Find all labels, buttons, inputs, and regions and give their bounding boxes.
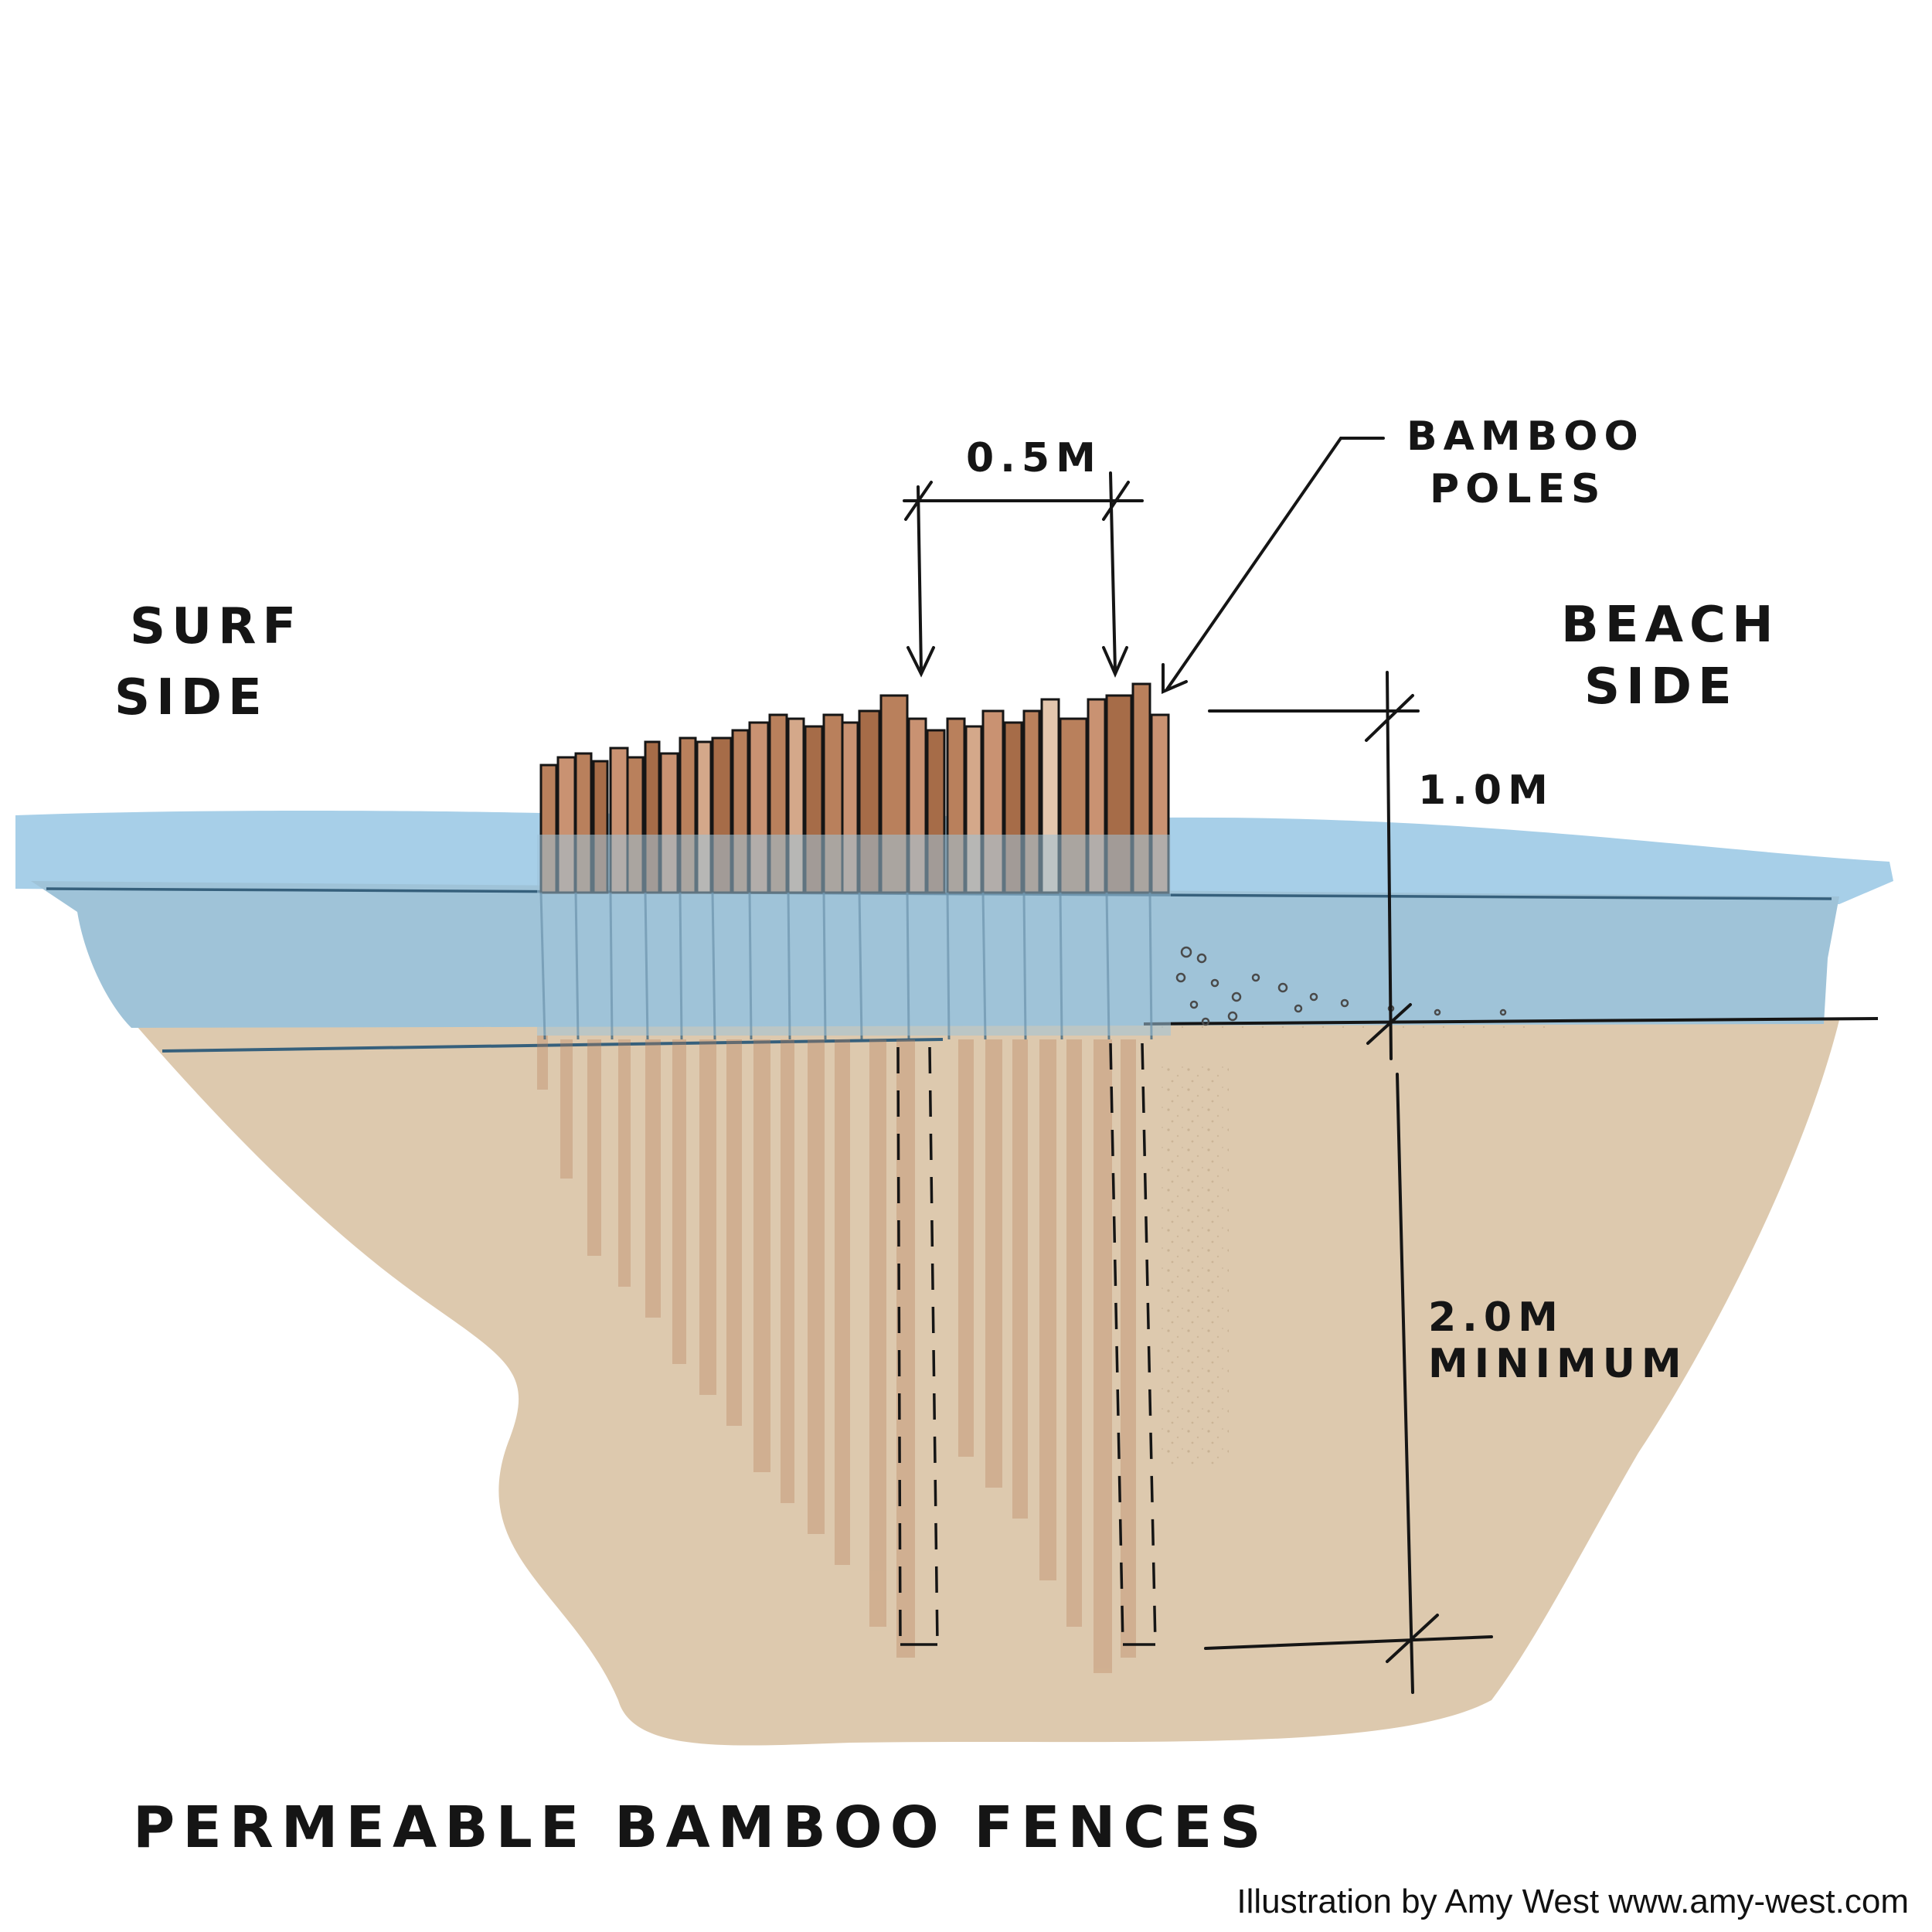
diagram-title: PERMEABLE BAMBOO FENCES [133, 1794, 1269, 1861]
height-label: 1.0M [1418, 767, 1554, 814]
depth-label-line1: 2.0M [1428, 1294, 1564, 1341]
buried-pole-dashed-right [1109, 1043, 1157, 1646]
bamboo-poles-label-line2: POLES [1430, 466, 1606, 512]
height-dimension [1208, 671, 1420, 1060]
buried-pole-dashed-left [896, 1046, 939, 1646]
sand-accretion-buried [1159, 1066, 1229, 1468]
bamboo-poles-leader [1162, 437, 1385, 695]
water-overlay-on-fence [537, 835, 1171, 1036]
water-line-seabed-right [1143, 1017, 1879, 1026]
surf-side-label-line2: SIDE [114, 669, 268, 726]
spacing-label: 0.5M [966, 435, 1102, 481]
buried-poles [537, 1036, 1136, 1673]
sediment-speckles [1175, 946, 1507, 1026]
depth-label-line2: MINIMUM [1428, 1341, 1688, 1387]
beach-side-label-line2: SIDE [1584, 658, 1738, 716]
illustration-credit: Illustration by Amy West www.amy-west.co… [1236, 1883, 1909, 1920]
water-line-seabed [162, 1038, 944, 1053]
bamboo-poles-label-line1: BAMBOO [1406, 413, 1645, 460]
depth-dimension [1204, 1073, 1493, 1694]
surf-side-label-line1: SURF [130, 598, 302, 655]
spacing-dimension [903, 471, 1144, 678]
sand-ground [131, 1020, 1839, 1746]
beach-side-label-line1: BEACH [1561, 597, 1780, 654]
